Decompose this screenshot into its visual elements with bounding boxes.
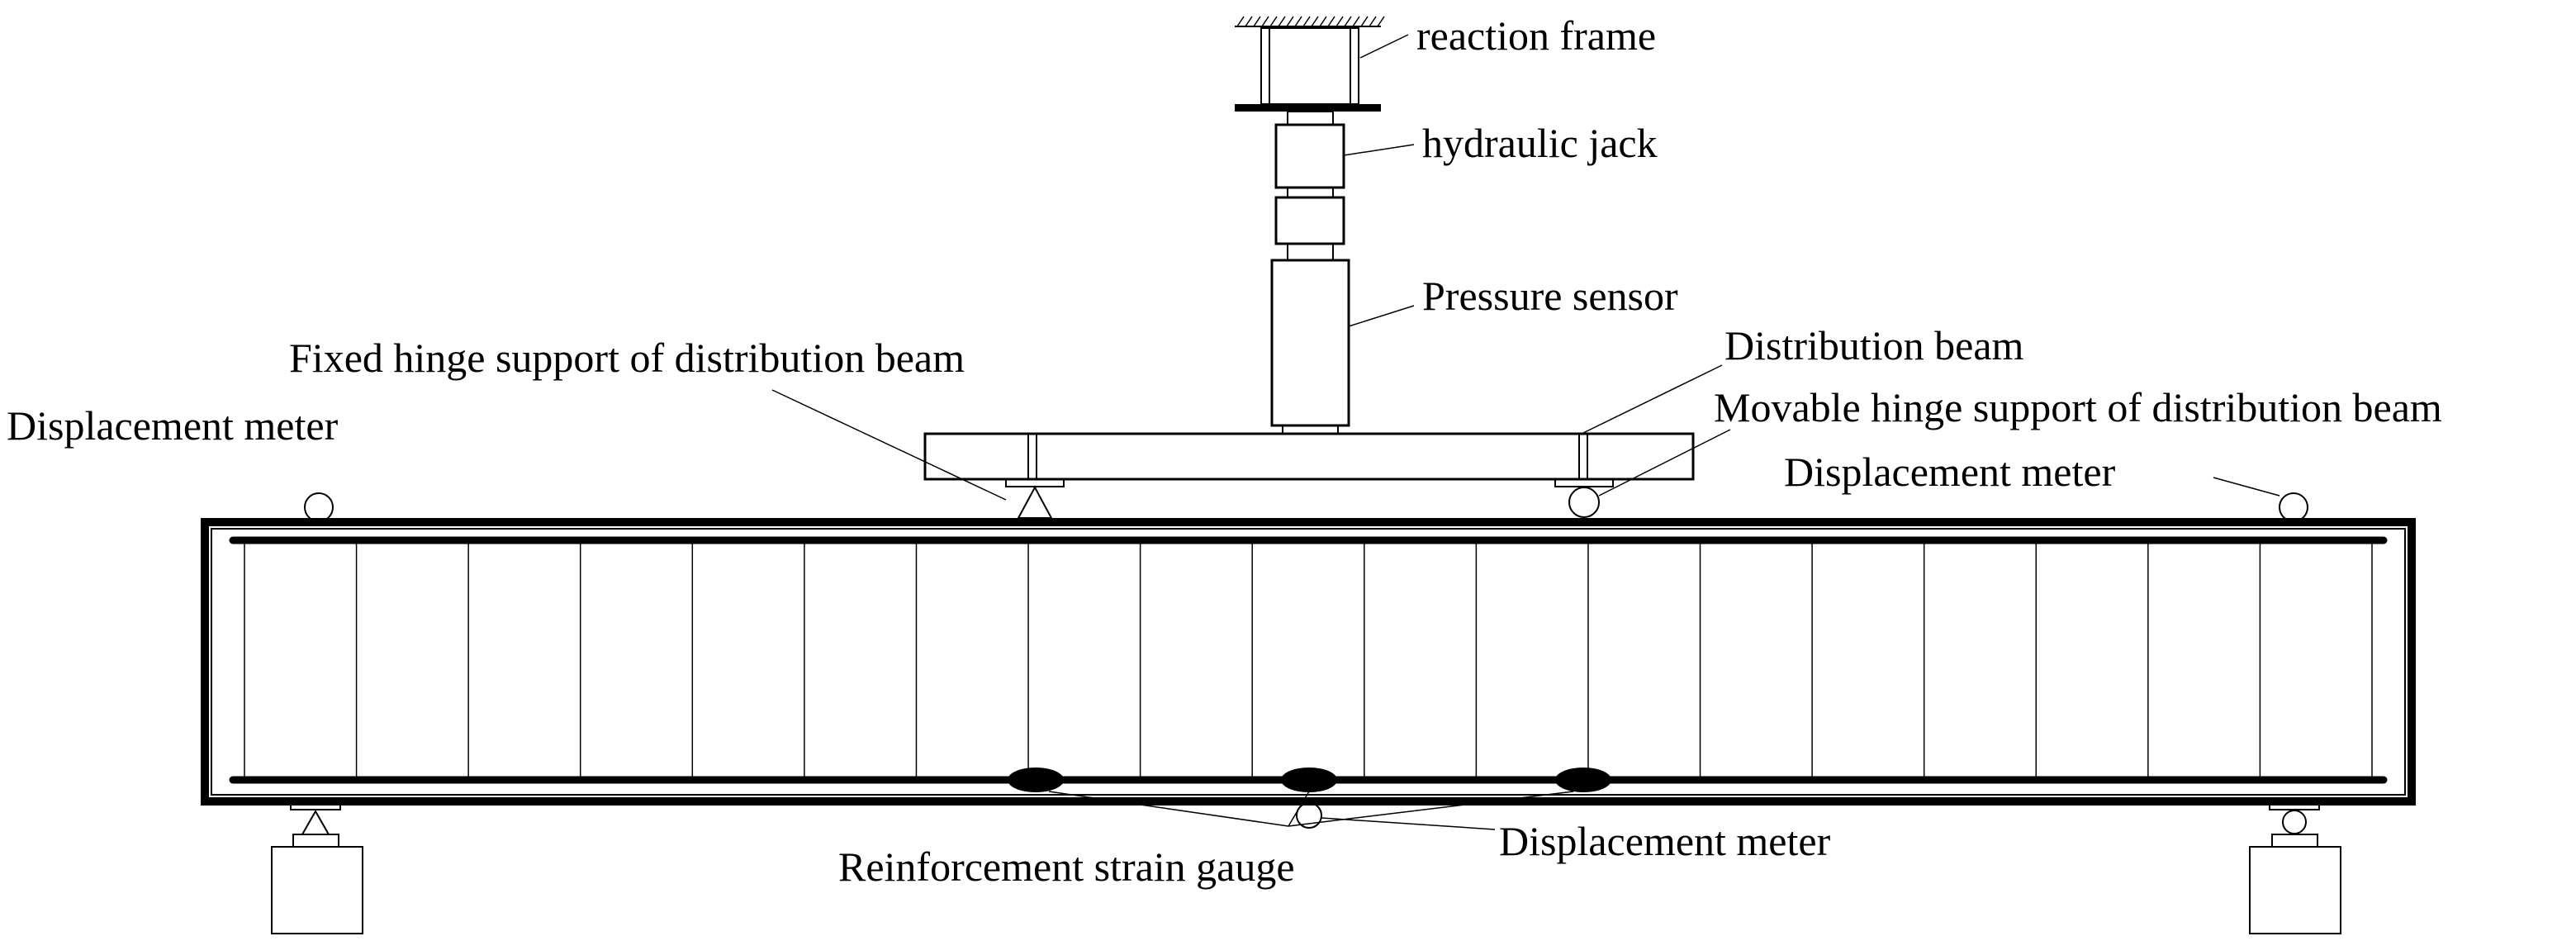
hatch-mark — [1311, 16, 1319, 27]
leader-displacement-bottom — [1321, 817, 1496, 830]
hatch-mark — [1278, 16, 1286, 27]
hatch-mark — [1302, 16, 1311, 27]
strain-gauge-middle — [1281, 768, 1337, 792]
leader-hydraulic-jack — [1343, 144, 1415, 156]
label-hydraulic-jack: hydraulic jack — [1422, 120, 1658, 166]
label-pressure-sensor: Pressure sensor — [1422, 273, 1678, 319]
strain-gauge-right — [1555, 768, 1611, 792]
leader-lines — [771, 34, 2280, 830]
left-support-hinge — [301, 809, 330, 835]
test-beam-outline — [201, 518, 2416, 806]
leader-displacement-right — [2213, 477, 2280, 497]
leader-distribution-beam — [1581, 364, 1723, 435]
stirrups — [244, 544, 2373, 777]
distribution-beam-body — [923, 432, 1695, 481]
label-movable-hinge: Movable hinge support of distribution be… — [1714, 384, 2442, 430]
hydraulic-jack-body — [1274, 123, 1345, 189]
hatch-mark — [1369, 16, 1377, 27]
label-fixed-hinge: Fixed hinge support of distribution beam — [289, 335, 965, 381]
leader-fixed-hinge — [771, 389, 1007, 501]
movable-hinge-support — [1568, 487, 1600, 518]
left-support-block — [271, 846, 363, 934]
frame-box — [1260, 27, 1359, 105]
displacement-meter-bottom — [1296, 802, 1322, 829]
loading-column — [1270, 111, 1350, 435]
fixed-hinge-support — [1017, 485, 1053, 519]
hatch-mark — [1319, 16, 1327, 27]
pressure-sensor-body — [1270, 259, 1350, 427]
hatch-mark — [1245, 16, 1253, 27]
label-reaction-frame: reaction frame — [1416, 12, 1656, 59]
hatch-mark — [1261, 16, 1269, 27]
right-beam-support — [2249, 802, 2341, 934]
leader-movable-hinge — [1598, 429, 1731, 497]
hatch-mark — [1294, 16, 1302, 27]
hatch-mark — [1236, 16, 1245, 27]
displacement-meter-left — [304, 492, 334, 522]
hatch-mark — [1335, 16, 1344, 27]
label-displacement-meter-bottom: Displacement meter — [1499, 818, 1831, 864]
jack-neck — [1287, 187, 1334, 198]
hydraulic-jack-piston — [1274, 196, 1345, 245]
test-beam-inner-outline — [211, 528, 2406, 796]
hatch-mark — [1377, 16, 1385, 27]
leader-reaction-frame — [1359, 34, 1409, 59]
label-strain-gauge: Reinforcement strain gauge — [838, 844, 1295, 890]
label-displacement-meter-right: Displacement meter — [1784, 449, 2116, 495]
leader-pressure-sensor — [1348, 305, 1415, 327]
frame-plate — [1235, 104, 1381, 112]
leader-strain-gauge — [1048, 791, 1574, 827]
distribution-beam — [923, 432, 1695, 487]
left-support-cap — [292, 834, 339, 848]
hatch-mark — [1360, 16, 1369, 27]
hatch-mark — [1286, 16, 1294, 27]
hatch-mark — [1327, 16, 1335, 27]
hatch-mark — [1344, 16, 1352, 27]
hatch-mark — [1253, 16, 1261, 27]
right-support-block — [2249, 846, 2341, 934]
reaction-frame — [1235, 16, 1385, 112]
test-beam — [201, 518, 2416, 806]
hatch-mark — [1269, 16, 1278, 27]
sensor-cap — [1287, 243, 1334, 261]
label-distribution-beam: Distribution beam — [1724, 322, 2024, 368]
jack-cap — [1287, 111, 1334, 126]
right-support-cap — [2271, 834, 2318, 848]
strain-gauge-left — [1008, 768, 1064, 792]
right-support-roller — [2282, 810, 2307, 834]
label-displacement-meter-left: Displacement meter — [7, 402, 339, 449]
hatch-mark — [1352, 16, 1360, 27]
frame-ceiling-hatch — [1236, 16, 1385, 27]
left-beam-support — [271, 802, 363, 934]
displacement-meter-right — [2279, 492, 2308, 522]
